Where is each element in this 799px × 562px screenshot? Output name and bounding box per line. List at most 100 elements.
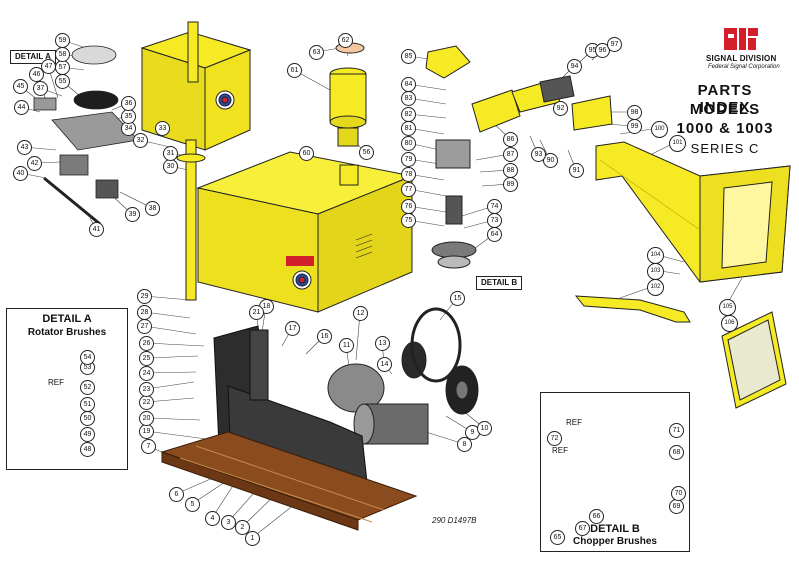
leader-line xyxy=(143,325,197,335)
detail-b-label: DETAIL B xyxy=(476,276,522,290)
callout-47: 47 xyxy=(41,59,56,74)
callout-23: 23 xyxy=(139,382,154,397)
callout-46: 46 xyxy=(29,67,44,82)
ref-tag: REF xyxy=(552,446,568,455)
horn-assembly xyxy=(471,75,791,323)
callout-106: 106 xyxy=(721,315,738,332)
leader-line xyxy=(145,381,195,390)
callout-98: 98 xyxy=(627,105,642,120)
callout-31: 31 xyxy=(163,146,178,161)
callout-63: 63 xyxy=(309,45,324,60)
detail-b-inset: DETAIL B Chopper Brushes xyxy=(540,392,690,552)
callout-8: 8 xyxy=(457,437,472,452)
callout-92: 92 xyxy=(553,101,568,116)
callout-86: 86 xyxy=(503,132,518,147)
detail-a-subtitle: Rotator Brushes xyxy=(27,327,107,338)
leader-line xyxy=(145,355,199,359)
upper-housing xyxy=(140,21,252,151)
callout-48: 48 xyxy=(80,442,95,457)
screen-panel xyxy=(721,311,787,409)
callout-24: 24 xyxy=(139,366,154,381)
callout-33: 33 xyxy=(155,121,170,136)
callout-42: 42 xyxy=(27,156,42,171)
callout-16: 16 xyxy=(317,329,332,344)
callout-103: 103 xyxy=(647,263,664,280)
callout-38: 38 xyxy=(145,201,160,216)
callout-1: 1 xyxy=(245,531,260,546)
models-label: MODELS xyxy=(689,101,761,118)
cylinder-assembly xyxy=(329,42,367,186)
callout-101: 101 xyxy=(669,135,686,152)
callout-85: 85 xyxy=(401,49,416,64)
callout-6: 6 xyxy=(169,487,184,502)
brand-sub: Federal Signal Corporation xyxy=(708,64,780,70)
callout-62: 62 xyxy=(338,33,353,48)
detail-a-title: DETAIL A xyxy=(42,313,92,325)
callout-105: 105 xyxy=(719,299,736,316)
callout-55: 55 xyxy=(55,74,70,89)
callout-37: 37 xyxy=(33,81,48,96)
callout-52: 52 xyxy=(80,380,95,395)
callout-17: 17 xyxy=(285,321,300,336)
callout-97: 97 xyxy=(607,37,622,52)
callout-70: 70 xyxy=(671,486,686,501)
gear-disc xyxy=(71,45,117,65)
ref-tag: REF xyxy=(566,418,582,427)
callout-104: 104 xyxy=(647,247,664,264)
callout-72: 72 xyxy=(547,431,562,446)
callout-10: 10 xyxy=(477,421,492,436)
callout-56: 56 xyxy=(359,145,374,160)
callout-84: 84 xyxy=(401,77,416,92)
callout-83: 83 xyxy=(401,91,416,106)
callout-26: 26 xyxy=(139,336,154,351)
detail-b-title: DETAIL B xyxy=(590,523,640,535)
mast-pole xyxy=(176,139,206,301)
callout-102: 102 xyxy=(647,279,664,296)
shaft-rod xyxy=(43,176,101,226)
parts-index-title: PARTS INDEX xyxy=(697,82,753,116)
callout-3: 3 xyxy=(221,515,236,530)
callout-27: 27 xyxy=(137,319,152,334)
callout-39: 39 xyxy=(125,207,140,222)
callout-80: 80 xyxy=(401,136,416,151)
callout-57: 57 xyxy=(55,60,70,75)
drawing-number: 290 D1497B xyxy=(432,516,477,525)
callout-100: 100 xyxy=(651,121,668,138)
callout-90: 90 xyxy=(543,153,558,168)
callout-71: 71 xyxy=(669,423,684,438)
callout-75: 75 xyxy=(401,213,416,228)
callout-77: 77 xyxy=(401,182,416,197)
leader-line xyxy=(145,430,215,441)
callout-69: 69 xyxy=(669,499,684,514)
callout-64: 64 xyxy=(487,227,502,242)
callout-49: 49 xyxy=(80,427,95,442)
callout-79: 79 xyxy=(401,152,416,167)
callout-19: 19 xyxy=(139,424,154,439)
pallet xyxy=(160,431,418,531)
horn-stand xyxy=(574,295,691,323)
callout-43: 43 xyxy=(17,140,32,155)
callout-81: 81 xyxy=(401,121,416,136)
callout-5: 5 xyxy=(185,497,200,512)
ref-tag: REF xyxy=(48,378,64,387)
callout-11: 11 xyxy=(339,338,354,353)
callout-29: 29 xyxy=(137,289,152,304)
callout-93: 93 xyxy=(531,147,546,162)
callout-20: 20 xyxy=(139,411,154,426)
callout-94: 94 xyxy=(567,59,582,74)
callout-51: 51 xyxy=(80,397,95,412)
leader-line xyxy=(145,371,197,374)
callout-99: 99 xyxy=(627,119,642,134)
callout-88: 88 xyxy=(503,163,518,178)
brush-holder xyxy=(33,97,57,111)
callout-74: 74 xyxy=(487,199,502,214)
leader-line xyxy=(145,417,201,421)
callout-58: 58 xyxy=(55,47,70,62)
callout-73: 73 xyxy=(487,213,502,228)
callout-65: 65 xyxy=(550,530,565,545)
callout-2: 2 xyxy=(235,520,250,535)
callout-67: 67 xyxy=(575,521,590,536)
callout-78: 78 xyxy=(401,167,416,182)
callout-15: 15 xyxy=(450,291,465,306)
callout-82: 82 xyxy=(401,107,416,122)
